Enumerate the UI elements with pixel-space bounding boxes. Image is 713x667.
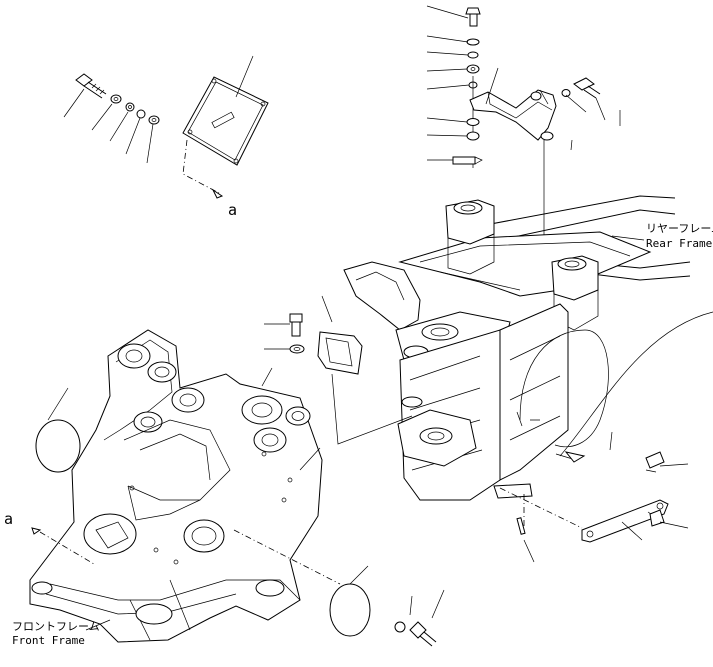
- round-cover-bottom: [329, 583, 371, 637]
- front-frame-label-en: Front Frame: [12, 634, 85, 647]
- round-cover-left: [35, 419, 81, 473]
- ref-a-left: a: [4, 510, 13, 528]
- bolt-center: [289, 313, 303, 337]
- cover-plate-assembly: a: [63, 55, 269, 219]
- washer-3: [148, 115, 160, 125]
- pin: [452, 156, 483, 165]
- front-frame-label-jp: フロントフレーム: [12, 620, 100, 633]
- rear-frame: リヤーフレーム Rear Frame: [343, 195, 713, 501]
- rear-frame-label-jp: リヤーフレーム: [646, 222, 713, 235]
- tower-mount-left: [445, 199, 495, 275]
- ref-a-top: a: [228, 201, 237, 219]
- bracket-assembly: [426, 5, 621, 260]
- washer-2: [125, 102, 135, 112]
- cover-plate-small: [317, 331, 363, 375]
- top-bolt: [465, 7, 481, 27]
- center-plate-assembly: [264, 295, 413, 445]
- lock-washer: [136, 109, 146, 119]
- rear-frame-label-en: Rear Frame: [646, 237, 712, 250]
- lock-bar-assembly: [499, 431, 689, 563]
- bolt: [75, 73, 107, 99]
- washer: [110, 94, 122, 104]
- side-bolt: [573, 77, 601, 99]
- bracket: [469, 89, 557, 141]
- cover-plate: [182, 76, 269, 166]
- bolt-bottom: [394, 589, 445, 647]
- tower-mount-right: [551, 255, 599, 331]
- front-frame: a フロントフレーム Front Frame: [4, 329, 445, 647]
